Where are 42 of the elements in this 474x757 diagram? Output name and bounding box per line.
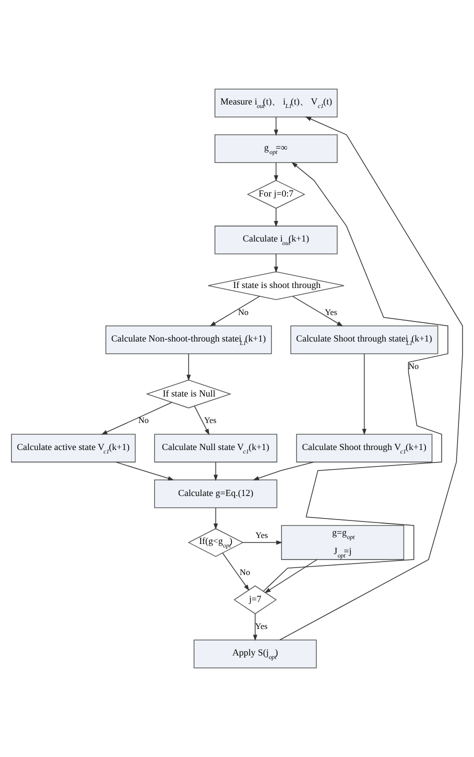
arrow: [279, 116, 463, 640]
arrow: [210, 296, 260, 326]
node-box: g$_{opt}$=∞: [214, 134, 338, 163]
edge-label: No: [138, 415, 149, 426]
arrow: [186, 353, 191, 381]
node-box: g=g$_{opt}$ J$_{opt}$=j: [281, 525, 404, 560]
arrow: [214, 508, 218, 530]
arrow: [292, 296, 344, 326]
edge-label: Yes: [204, 415, 216, 426]
arrow: [274, 162, 278, 182]
node-diamond: For j=0:7: [246, 180, 306, 209]
node-box: Calculate Shoot through V$_{c1}$(k+1): [296, 434, 432, 462]
arrow: [362, 354, 366, 436]
node-diamond: If state is shoot through: [208, 271, 344, 300]
arrow: [264, 559, 318, 594]
node-box: Calculate g=Eq.(12): [154, 479, 278, 508]
node-box: Calculate Null state V$_{c1}$(k+1): [154, 434, 278, 462]
arrow: [274, 116, 278, 136]
edge-label: No: [408, 361, 419, 372]
node-box: Calculate active state V$_{c1}$(k+1): [11, 434, 136, 462]
edge-label: Yes: [256, 530, 268, 540]
node-box: Calculate Non-shoot-through statei$_{L1}$(k+1): [105, 326, 272, 354]
arrow: [242, 540, 282, 545]
arrow: [253, 613, 258, 641]
node-diamond: If(g<g$_{opt}$): [188, 528, 244, 557]
arrow: [101, 402, 172, 435]
node-box: Measure i$_{out}$(t)、 i$_{L1}$(t)、 V$_{c1}$(t): [214, 88, 338, 118]
arrow: [214, 462, 218, 481]
edge-label: Yes: [324, 306, 338, 317]
node-box: Apply S(j$_{opt}$): [194, 640, 317, 668]
arrow: [194, 406, 210, 436]
arrow: [263, 162, 448, 592]
arrow: [274, 208, 278, 228]
arrow: [116, 462, 174, 480]
arrow: [274, 254, 278, 273]
node-diamond: If state is Null: [146, 380, 232, 408]
node-box: Calculate Shoot through statei$_{L1}$(k+1): [290, 326, 438, 354]
edge-label: No: [238, 306, 249, 317]
edge-label: No: [240, 566, 250, 577]
arrow: [222, 552, 250, 591]
arrow: [252, 462, 314, 480]
node-box: Calculate i$_{out}$(k+1): [214, 226, 338, 254]
